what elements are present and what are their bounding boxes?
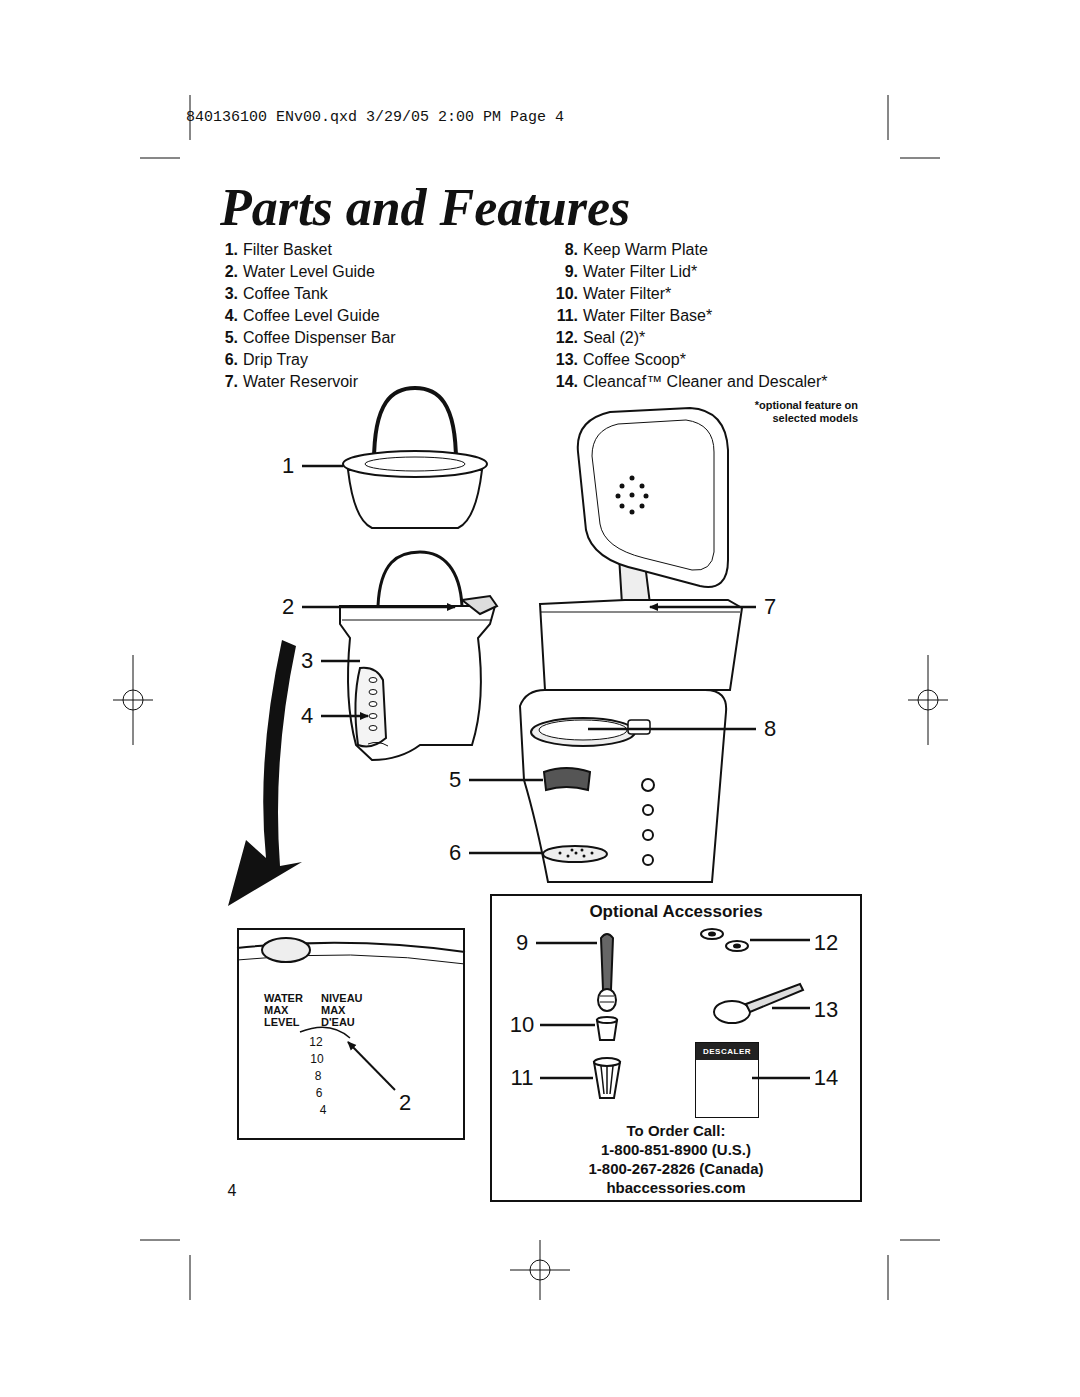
part-name: Water Level Guide (243, 262, 375, 282)
part-name: Cleancaf™ Cleaner and Descaler* (583, 372, 828, 392)
phone-number: 1-800-267-2826 (Canada) (492, 1160, 860, 1177)
leader-lines (302, 466, 756, 853)
part-name: Coffee Scoop* (583, 350, 686, 370)
level-number: 4 (312, 1103, 334, 1117)
package-label: DESCALER (696, 1043, 758, 1060)
list-number: 11. (530, 306, 578, 326)
gauge-text: WATER MAX LEVEL (264, 992, 303, 1028)
part-name: Water Filter Base* (583, 306, 712, 326)
part-name: Coffee Tank (243, 284, 328, 304)
footnote: *optional feature on selected models (740, 399, 858, 425)
level-number: 12 (305, 1035, 327, 1049)
level-number: 8 (307, 1069, 329, 1083)
list-number: 13. (530, 350, 578, 370)
web-address: hbaccessories.com (492, 1179, 860, 1196)
filter-basket (343, 388, 487, 528)
crop-marks (113, 95, 948, 1300)
part-name: Water Filter Lid* (583, 262, 697, 282)
list-number: 14. (530, 372, 578, 392)
phone-number: 1-800-851-8900 (U.S.) (492, 1141, 860, 1158)
list-number: 6. (196, 350, 238, 370)
list-number: 2. (196, 262, 238, 282)
part-name: Water Filter* (583, 284, 671, 304)
coffee-tank (340, 552, 497, 760)
callout-number: 5 (435, 768, 475, 792)
callout-number: 13 (806, 998, 846, 1022)
accessory-leaders (536, 940, 810, 1078)
callout-number: 10 (502, 1013, 542, 1037)
callout-number: 6 (435, 841, 475, 865)
order-text: To Order Call: (492, 1122, 860, 1139)
page-title: Parts and Features (220, 178, 630, 238)
callout-number: 12 (806, 931, 846, 955)
callout-number: 8 (750, 717, 790, 741)
accessories-box: Optional Accessories To Order Call: 1-800-… (490, 894, 862, 1202)
list-number: 4. (196, 306, 238, 326)
list-number: 1. (196, 240, 238, 260)
callout-number: 11 (502, 1066, 542, 1090)
page-number: 4 (224, 1181, 240, 1201)
part-name: Drip Tray (243, 350, 308, 370)
list-number: 7. (196, 372, 238, 392)
list-number: 5. (196, 328, 238, 348)
file-slug: 840136100 ENv00.qxd 3/29/05 2:00 PM Page… (186, 109, 564, 127)
part-name: Keep Warm Plate (583, 240, 708, 260)
callout-number: 2 (385, 1091, 425, 1115)
part-name: Seal (2)* (583, 328, 645, 348)
callout-number: 1 (268, 454, 308, 478)
list-number: 9. (530, 262, 578, 282)
coffeemaker (520, 408, 742, 882)
accessory-drawings (594, 929, 803, 1098)
callout-number: 7 (750, 595, 790, 619)
part-name: Filter Basket (243, 240, 332, 260)
zoom-arrow (228, 640, 302, 906)
part-name: Coffee Dispenser Bar (243, 328, 396, 348)
gauge-text: NIVEAU MAX D'EAU (321, 992, 363, 1028)
callout-number: 9 (502, 931, 542, 955)
part-name: Water Reservoir (243, 372, 358, 392)
detail-inset: WATER MAX LEVEL NIVEAU MAX D'EAU 12 10 8 6 4 (237, 928, 465, 1140)
callout-number: 3 (287, 649, 327, 673)
descaler-box: DESCALER (695, 1042, 759, 1118)
part-name: Coffee Level Guide (243, 306, 380, 326)
callout-number: 4 (287, 704, 327, 728)
callout-number: 14 (806, 1066, 846, 1090)
level-number: 10 (306, 1052, 328, 1066)
callout-number: 2 (268, 595, 308, 619)
box-heading: Optional Accessories (492, 902, 860, 922)
list-number: 10. (530, 284, 578, 304)
list-number: 12. (530, 328, 578, 348)
level-number: 6 (308, 1086, 330, 1100)
list-number: 3. (196, 284, 238, 304)
list-number: 8. (530, 240, 578, 260)
inset-detail (237, 938, 465, 1090)
